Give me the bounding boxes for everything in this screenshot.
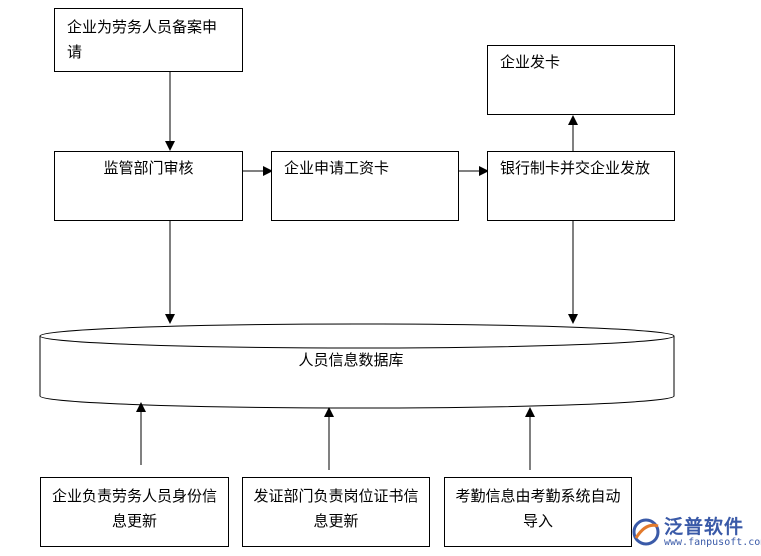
node-supervisor-review: 监管部门审核: [54, 151, 243, 221]
node-label: 企业为劳务人员备案申请: [67, 18, 218, 61]
node-apply-record: 企业为劳务人员备案申请: [54, 8, 243, 72]
node-attendance-import: 考勤信息由考勤系统自动导入: [444, 477, 632, 547]
node-cert-update: 发证部门负责岗位证书信息更新: [242, 477, 430, 547]
watermark: 泛普软件 www.fanpusoft.com: [630, 510, 761, 552]
node-label: 企业发卡: [500, 53, 561, 71]
node-bank-issue: 银行制卡并交企业发放: [487, 151, 675, 221]
brand-logo-icon: [632, 518, 660, 546]
watermark-brand: 泛普软件: [664, 516, 745, 538]
node-enterprise-issue: 企业发卡: [487, 45, 675, 115]
node-label: 企业申请工资卡: [284, 159, 390, 177]
database-cylinder: [39, 323, 675, 409]
node-label: 银行制卡并交企业发放: [500, 159, 651, 177]
node-label: 监管部门审核: [103, 159, 194, 177]
watermark-url: www.fanpusoft.com: [664, 537, 761, 548]
node-label: 考勤信息由考勤系统自动导入: [455, 487, 621, 530]
node-label: 企业负责劳务人员身份信息更新: [51, 487, 217, 530]
node-label: 发证部门负责岗位证书信息更新: [253, 487, 419, 530]
node-apply-salary-card: 企业申请工资卡: [271, 151, 459, 221]
node-identity-update: 企业负责劳务人员身份信息更新: [40, 477, 229, 547]
database-label: 人员信息数据库: [298, 351, 404, 369]
